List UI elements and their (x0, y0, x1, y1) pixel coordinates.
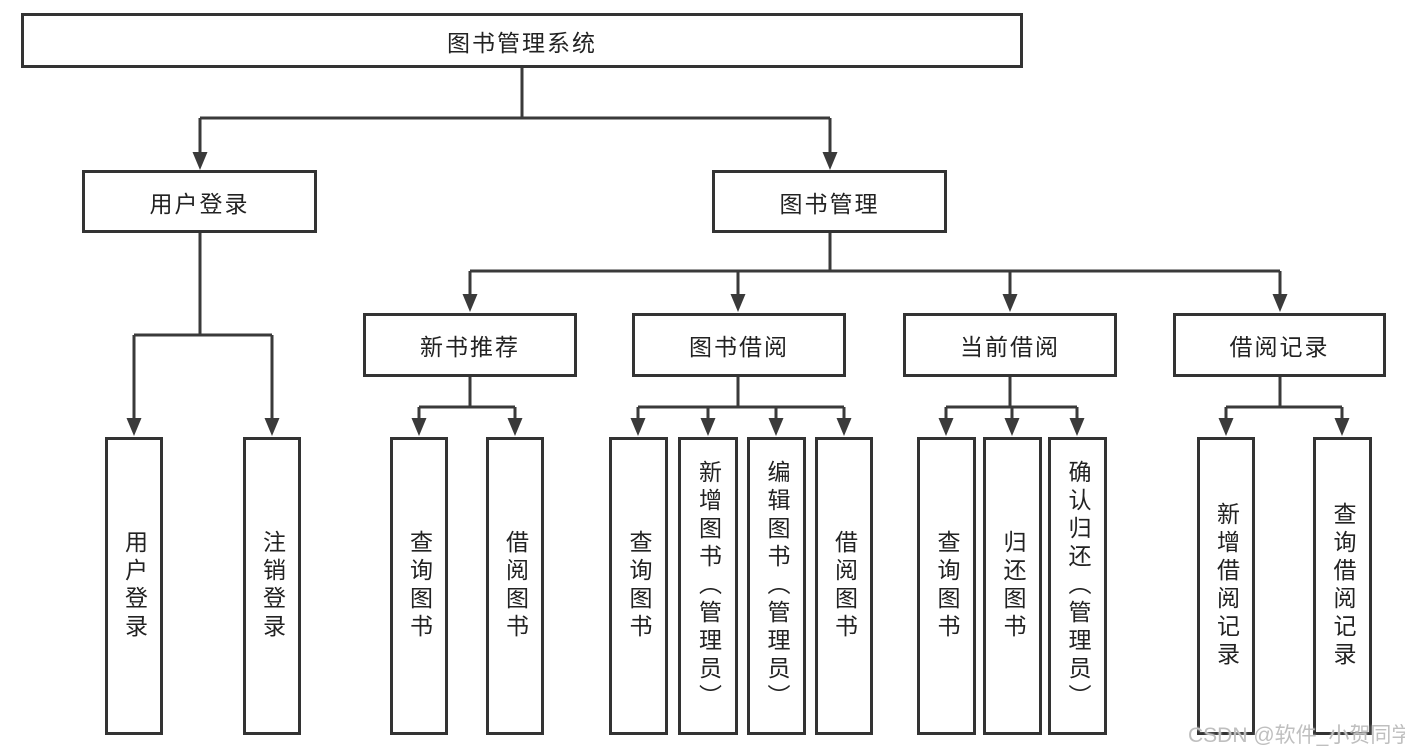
node-current-borrowing: 当前借阅 (903, 313, 1117, 377)
node-leaf-records-add-borrow-record: 新增借阅记录 (1197, 437, 1255, 735)
node-leaf-recommend-query-books: 查询图书 (390, 437, 448, 735)
node-book-management: 图书管理 (712, 170, 947, 233)
node-leaf-borrow-add-books-admin: 新增图书（管理员） (678, 437, 738, 735)
csdn-watermark: CSDN @软件_小贺同学 (1188, 724, 1405, 747)
node-leaf-current-return-books: 归还图书 (983, 437, 1042, 735)
node-leaf-borrow-borrow-books: 借阅图书 (815, 437, 873, 735)
node-leaf-logout: 注销登录 (243, 437, 301, 735)
node-leaf-records-query-borrow-record: 查询借阅记录 (1313, 437, 1372, 735)
node-borrowing-records: 借阅记录 (1173, 313, 1386, 377)
node-user-login: 用户登录 (82, 170, 317, 233)
node-new-book-recommend: 新书推荐 (363, 313, 577, 377)
node-root-system: 图书管理系统 (21, 13, 1023, 68)
node-leaf-current-confirm-return-admin: 确认归还（管理员） (1048, 437, 1107, 735)
node-leaf-borrow-edit-books-admin: 编辑图书（管理员） (747, 437, 806, 735)
node-leaf-recommend-borrow-books: 借阅图书 (486, 437, 544, 735)
node-leaf-user-login: 用户登录 (105, 437, 163, 735)
node-book-borrowing: 图书借阅 (632, 313, 846, 377)
node-leaf-borrow-query-books: 查询图书 (609, 437, 668, 735)
node-leaf-current-query-books: 查询图书 (917, 437, 976, 735)
